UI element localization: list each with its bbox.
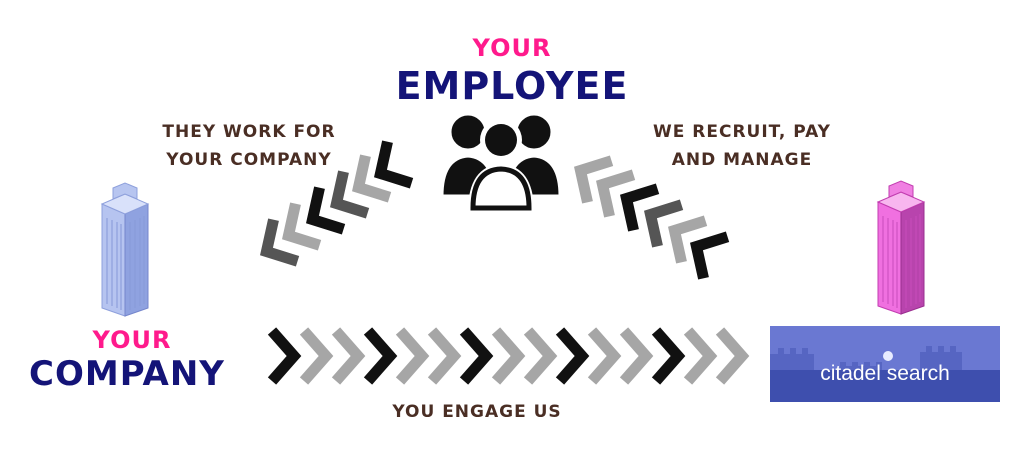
chevron-arrow-icon bbox=[395, 327, 430, 385]
brand-logo: citadel search bbox=[770, 326, 1000, 402]
chevron-arrow-icon bbox=[459, 327, 494, 385]
chevron-arrow-icon bbox=[330, 170, 370, 219]
people-group-icon bbox=[440, 112, 562, 212]
chevron-arrow-icon bbox=[282, 202, 322, 251]
castle-logo-icon bbox=[770, 346, 1000, 402]
chevron-arrow-icon bbox=[620, 183, 660, 232]
left-caption-line2: YOUR COMPANY bbox=[166, 150, 332, 170]
building-icon-blue bbox=[100, 182, 150, 317]
right-caption-line2: AND MANAGE bbox=[671, 150, 813, 170]
right-caption: WE RECRUIT, PAY AND MANAGE bbox=[636, 118, 848, 174]
chevron-arrow-icon bbox=[619, 327, 654, 385]
building-icon-pink bbox=[876, 180, 926, 315]
chevron-arrow-icon bbox=[644, 199, 684, 248]
chevron-arrow-icon bbox=[306, 186, 346, 235]
chevron-arrow-icon bbox=[574, 155, 614, 204]
chevron-arrow-icon bbox=[715, 327, 750, 385]
employee-your-label: YOUR bbox=[472, 34, 552, 62]
chevron-arrow-icon bbox=[668, 215, 708, 264]
chevron-arrow-icon bbox=[651, 327, 686, 385]
chevron-arrow-icon bbox=[523, 327, 558, 385]
chevron-arrow-icon bbox=[555, 327, 590, 385]
chevron-arrow-icon bbox=[374, 140, 414, 189]
bottom-caption: YOU ENGAGE US bbox=[392, 402, 562, 422]
brand-name: citadel search bbox=[820, 362, 950, 385]
chevron-arrow-icon bbox=[363, 327, 398, 385]
chevron-arrow-icon bbox=[331, 327, 366, 385]
chevron-arrow-icon bbox=[683, 327, 718, 385]
right-caption-line1: WE RECRUIT, PAY bbox=[653, 122, 831, 142]
chevron-arrow-icon bbox=[352, 154, 392, 203]
employee-title: EMPLOYEE bbox=[395, 64, 629, 108]
chevron-arrow-icon bbox=[299, 327, 334, 385]
chevron-arrow-icon bbox=[491, 327, 526, 385]
chevron-arrow-icon bbox=[690, 231, 730, 280]
chevron-arrow-icon bbox=[596, 169, 636, 218]
chevron-arrow-icon bbox=[427, 327, 462, 385]
chevron-arrow-icon bbox=[260, 218, 300, 267]
company-your-label: YOUR bbox=[92, 326, 172, 354]
chevron-arrow-icon bbox=[587, 327, 622, 385]
company-title: COMPANY bbox=[29, 354, 225, 394]
left-caption: THEY WORK FOR YOUR COMPANY bbox=[118, 118, 380, 174]
chevron-arrow-icon bbox=[267, 327, 302, 385]
left-caption-line1: THEY WORK FOR bbox=[162, 122, 336, 142]
